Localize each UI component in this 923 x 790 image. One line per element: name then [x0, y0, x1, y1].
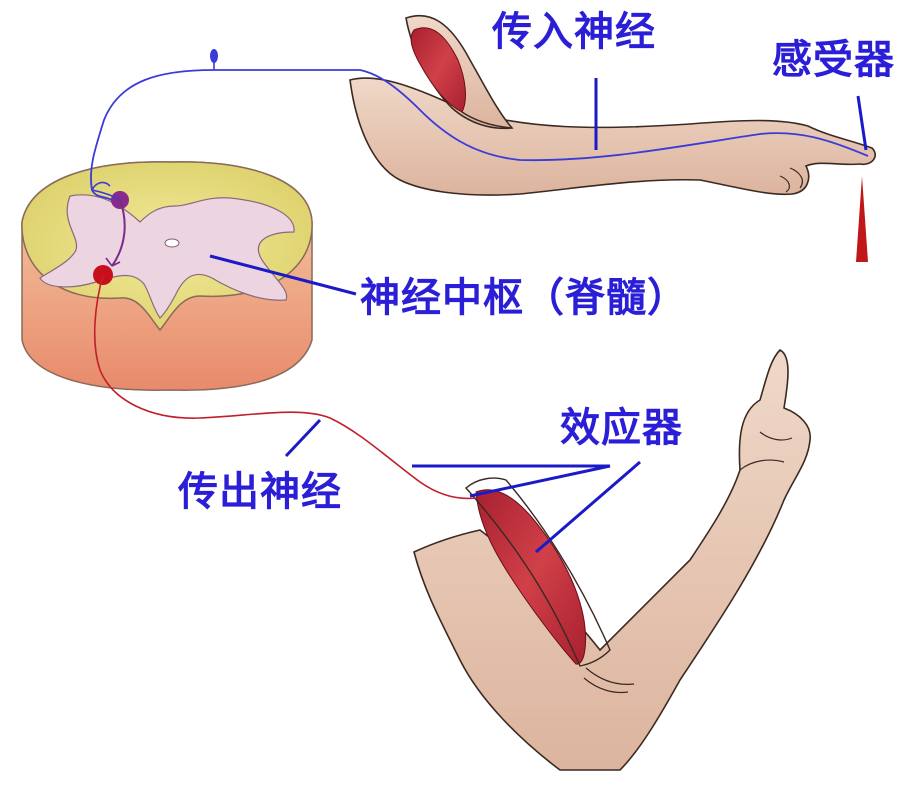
nerve-center-label: 神经中枢（脊髓） [360, 278, 688, 318]
receptor-label: 感受器 [772, 40, 895, 80]
efferent-nerve-label: 传出神经 [178, 472, 342, 512]
upper-arm-skin [350, 78, 875, 195]
spinal-cord [22, 162, 312, 390]
leader-receptor [858, 96, 866, 150]
central-canal [165, 239, 179, 247]
leader-effector-b [536, 462, 640, 552]
stimulus-marker [856, 176, 868, 262]
afferent-nerve-label: 传入神经 [492, 12, 656, 52]
leader-effector-a [470, 466, 610, 496]
effector-label: 效应器 [560, 408, 683, 448]
leader-efferent [286, 420, 320, 456]
